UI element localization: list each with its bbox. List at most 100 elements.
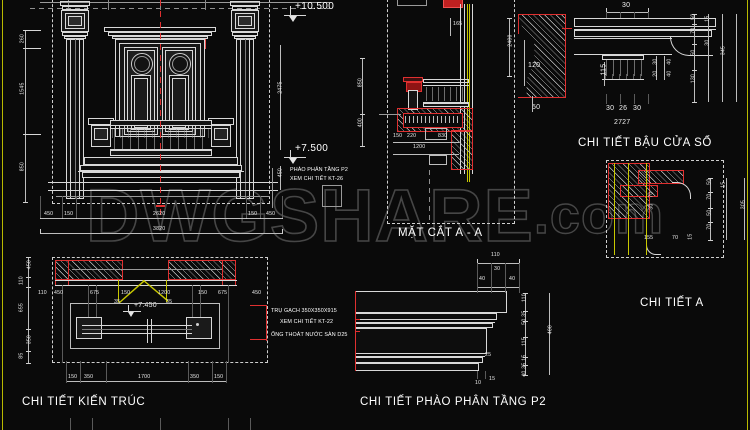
- balcony-slab: [84, 157, 238, 165]
- balcony-balustrade: [78, 118, 244, 180]
- dim-planb-150-r: 150: [214, 374, 224, 380]
- handrail: [110, 120, 212, 126]
- eave-line: [40, 2, 330, 3]
- plan-inner-structure: [70, 303, 220, 349]
- phao-band-6: [355, 363, 479, 371]
- center-mark: [156, 205, 165, 207]
- section-extent-boundary: [387, 0, 515, 224]
- dim-chain-left: 260 1545 850: [19, 30, 42, 205]
- section-drip-moulding: [425, 128, 447, 140]
- phao-band-2: [355, 313, 497, 320]
- tick-top-4: [205, 0, 206, 10]
- dim-planb-350-l: 350: [84, 374, 94, 380]
- sill-top-slab: [574, 18, 716, 27]
- section-top-red-element: [443, 0, 463, 8]
- note-callout-box: [322, 185, 342, 207]
- dim-right-850: 850: [357, 77, 364, 88]
- tick-top-2: [108, 0, 109, 10]
- dim-chain-plan-left: 450 110 655 350 85: [18, 257, 42, 364]
- dim-plan-left-85: 85: [18, 352, 25, 359]
- note-ong-thoat: ỐNG THOÁT NƯỚC SÀN D25: [271, 332, 348, 338]
- detail-a-yellow-1: [614, 163, 615, 255]
- dim-section-150: 150: [393, 133, 403, 139]
- drawing-border-right: [747, 0, 748, 430]
- detail-a-yellow-2: [628, 163, 629, 255]
- pier-left-plan: [76, 317, 102, 339]
- column-right-red: [222, 260, 236, 286]
- dim-right-400: 400: [357, 117, 364, 128]
- dim-sill-345: 345: [720, 45, 727, 56]
- bottom-tick-1: [70, 418, 71, 430]
- dim-plan-675-r: 675: [218, 290, 228, 296]
- detail-a-band-mid: [620, 185, 658, 197]
- section-balusters: [425, 87, 467, 101]
- dim-chain-bottom-elevation: 450 150 2620 150 450 3820: [40, 196, 290, 236]
- title-chi-tiet-a: CHI TIẾT A: [640, 297, 704, 309]
- pilaster-right: [228, 0, 262, 205]
- detail-a-boundary: [606, 160, 724, 258]
- dim-plan-110: 110: [38, 290, 47, 296]
- dim-sill-b-2727: 2727: [614, 119, 631, 126]
- detail-a-band-top: [638, 170, 684, 184]
- bottom-tick-5: [250, 418, 251, 430]
- dim-plan-left-655: 655: [18, 302, 25, 313]
- dim-section-165: 165: [453, 21, 463, 27]
- dim-section-r: [403, 10, 405, 15]
- dim-sill-130: 130: [690, 73, 697, 84]
- dim-detaila-70b: 70: [672, 235, 679, 241]
- pilaster-left: [58, 0, 92, 205]
- dim-sill-b-30b: 30: [633, 105, 642, 112]
- dim-sill-15: 15: [704, 15, 711, 22]
- dim-plan-450-r: 450: [252, 290, 262, 296]
- section-pedestal-cap: [403, 77, 423, 82]
- dim-phao-r-50: 50: [521, 318, 528, 325]
- note-tru-gach: TRỤ GẠCH 350X350X915: [271, 308, 337, 314]
- dim-sill-50: 50: [532, 104, 541, 111]
- detail-a-yellow-3: [646, 163, 647, 255]
- dim-plan-left-350: 350: [26, 334, 33, 345]
- slab-line-lower: [48, 182, 278, 183]
- section-centerline: [429, 170, 430, 222]
- dim-sill-b-26: 26: [619, 105, 628, 112]
- slope-line-left: [118, 280, 120, 302]
- bottom-tick-3: [160, 418, 161, 430]
- sill-corbel-left: [518, 14, 566, 98]
- dim-plan-675-l: 675: [90, 290, 100, 296]
- dim-bot-450-l: 450: [44, 211, 54, 217]
- dim-detaila-155: 155: [644, 235, 654, 241]
- pier-right-plan: [186, 317, 212, 339]
- dim-phao-25: 25: [485, 352, 492, 358]
- title-bau-cua-so: CHI TIẾT BẬU CỬA SỔ: [578, 137, 712, 149]
- dim-sill-20-inner: 20: [652, 70, 659, 77]
- view-window-sill: 120 50 30: [510, 0, 750, 150]
- title-chi-tiet-kien-truc: CHI TIẾT KIẾN TRÚC: [22, 396, 146, 408]
- dim-sill-b-30: 30: [606, 105, 615, 112]
- dim-sill-30-r: 30: [704, 39, 711, 46]
- dim-detaila-15: 15: [720, 181, 727, 188]
- slope-line-right: [166, 280, 168, 302]
- title-mat-cat-aa: MẶT CẮT A - A: [398, 227, 483, 239]
- phao-band-1: [355, 291, 507, 313]
- dim-bot-450-r: 450: [266, 211, 276, 217]
- sill-profile: [574, 18, 716, 98]
- dim-sill-40-b: 40: [666, 70, 673, 77]
- note-phao-p2: PHÀO PHÂN TẦNG P2: [290, 167, 348, 173]
- dim-phao-30: 30: [494, 266, 501, 272]
- dim-bot-150-l: 150: [64, 211, 74, 217]
- dim-chain-phao-right: 110 35 50 115 15 35 40 400: [515, 293, 575, 377]
- dim-phao-400: 400: [547, 324, 554, 335]
- dim-planb-150-l: 150: [68, 374, 78, 380]
- dim-chain-sill-right: 50 15 70 30 50 130 345: [682, 14, 748, 106]
- dim-detaila-70b2: 70: [706, 223, 713, 230]
- centerline-vertical: [160, 0, 161, 220]
- view-phao-p2: 25 110 30 40 40 110: [355, 245, 615, 395]
- drain-point: [196, 323, 199, 326]
- phao-band-4: [355, 328, 487, 354]
- view-section-aa: 165 2400: [379, 0, 535, 250]
- sill-dentil-band: [602, 55, 644, 60]
- dim-phao-40b: 40: [509, 276, 516, 282]
- dim-phao-b-15: 15: [489, 376, 496, 382]
- phao-profile: [355, 291, 515, 379]
- dim-sill-50-r2: 50: [690, 49, 697, 56]
- dim-phao-40a: 40: [479, 276, 486, 282]
